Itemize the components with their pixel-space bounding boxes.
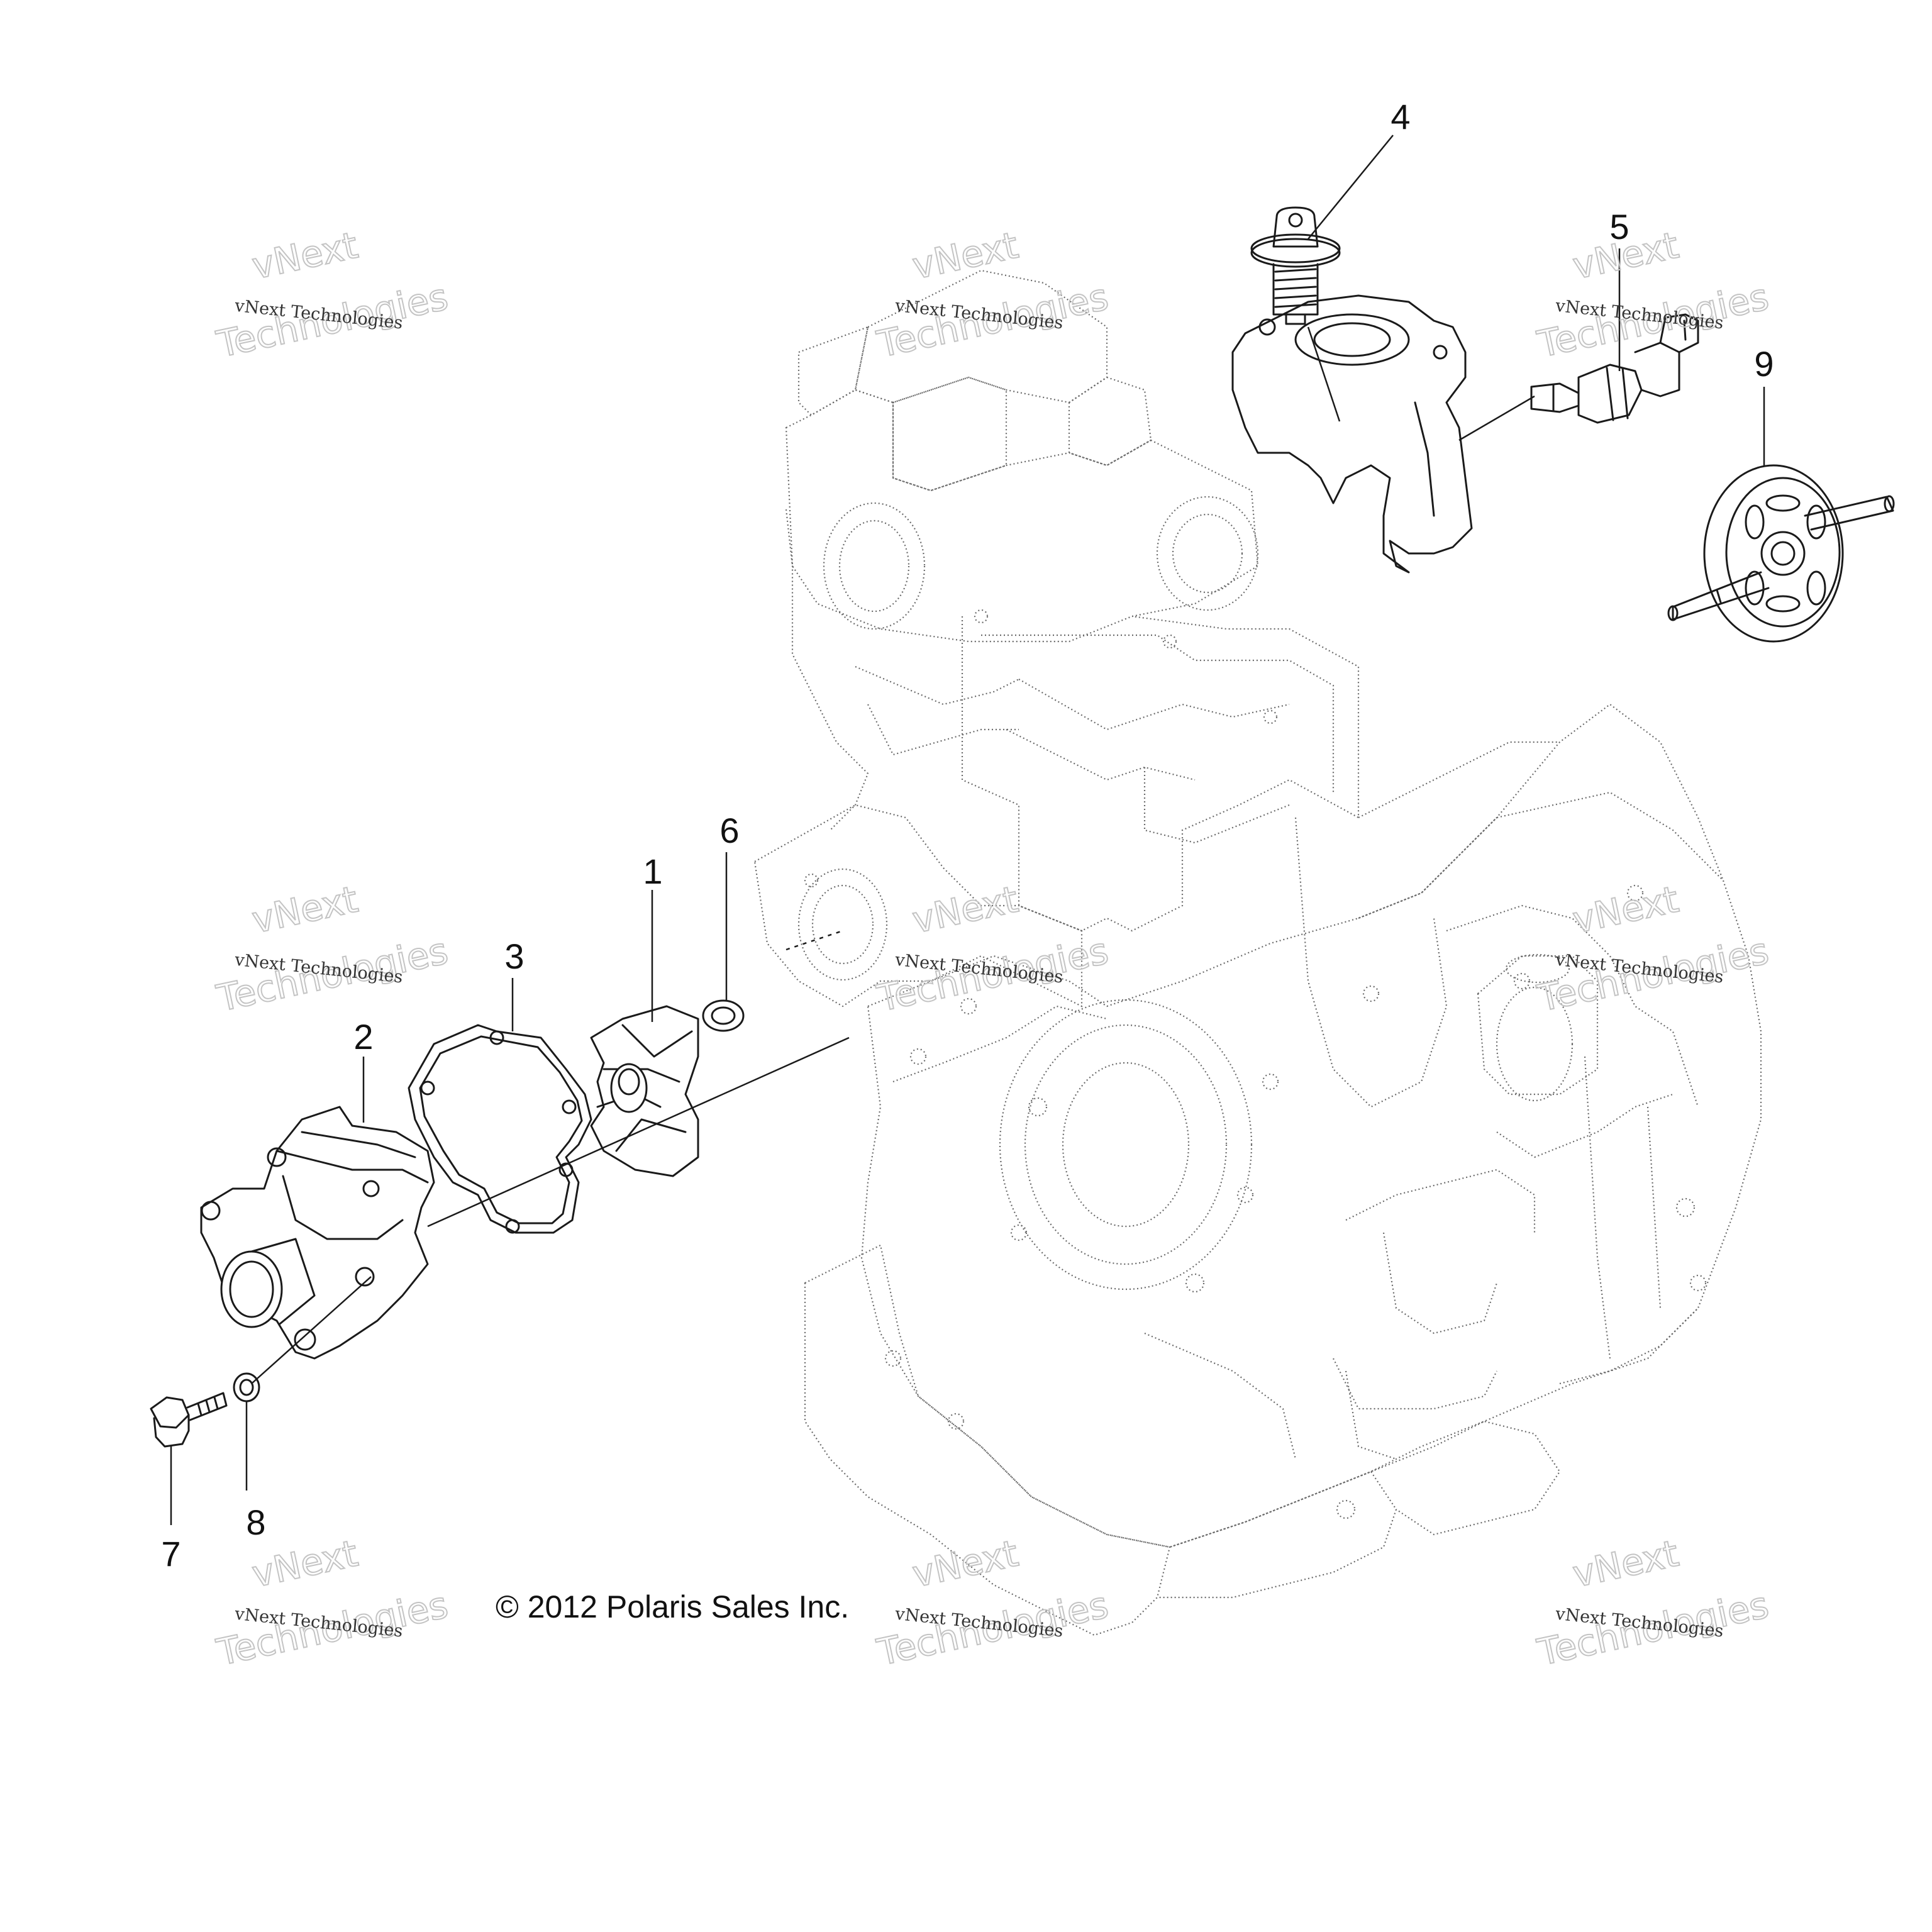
callout-labels: 1 2 3 4 5 6 7 8 9 [161,97,1774,1574]
assembly-lines [251,326,1535,1384]
water-pump-shaft-part[interactable] [1667,464,1895,643]
svg-text:vNext: vNext [1569,1532,1682,1596]
callout-leaders [170,135,1765,1525]
svg-text:vNext: vNext [1569,878,1682,942]
callout-3: 3 [504,936,524,976]
callout-1: 1 [643,852,662,891]
svg-text:vNext: vNext [909,878,1022,942]
callout-7: 7 [161,1534,180,1574]
svg-text:vNext: vNext [909,224,1022,288]
callout-9: 9 [1754,344,1774,384]
watermark: vNext Technologies vNext Technologies [1533,877,1774,1021]
watermarks: vNext Technologies vNext Technologies vN… [213,223,1774,1675]
temperature-sensor-part[interactable] [1530,313,1699,424]
svg-text:vNext: vNext [248,878,362,942]
water-pump-cover-part[interactable] [200,1106,435,1360]
watermark: vNext Technologies vNext Technologies [873,877,1113,1021]
svg-text:vNext: vNext [248,224,362,288]
thermostat-part[interactable] [1250,206,1341,325]
watermark: vNext Technologies vNext Technologies [873,1531,1113,1675]
watermark: vNext Technologies vNext Technologies [1533,1531,1774,1675]
watermark: vNext Technologies vNext Technologies [213,223,453,367]
bolt-part[interactable] [150,1392,228,1448]
svg-text:vNext: vNext [1569,224,1682,288]
gasket-part[interactable] [408,1024,592,1234]
thermostat-housing [1231,294,1473,574]
copyright-notice: © 2012 Polaris Sales Inc. [496,1589,849,1624]
engine-block-outline [753,269,1762,1636]
watermark: vNext Technologies vNext Technologies [873,223,1113,367]
callout-8: 8 [246,1502,265,1542]
callout-4: 4 [1391,97,1410,136]
callout-5: 5 [1609,207,1629,247]
callout-6: 6 [719,811,739,850]
callout-2: 2 [353,1017,373,1057]
washer-part[interactable] [233,1372,260,1402]
seal-part[interactable] [702,999,745,1032]
watermark: vNext Technologies vNext Technologies [213,1531,453,1675]
impeller-part[interactable] [590,1005,699,1177]
watermark: vNext Technologies vNext Technologies [213,877,453,1021]
svg-text:vNext: vNext [909,1532,1022,1596]
